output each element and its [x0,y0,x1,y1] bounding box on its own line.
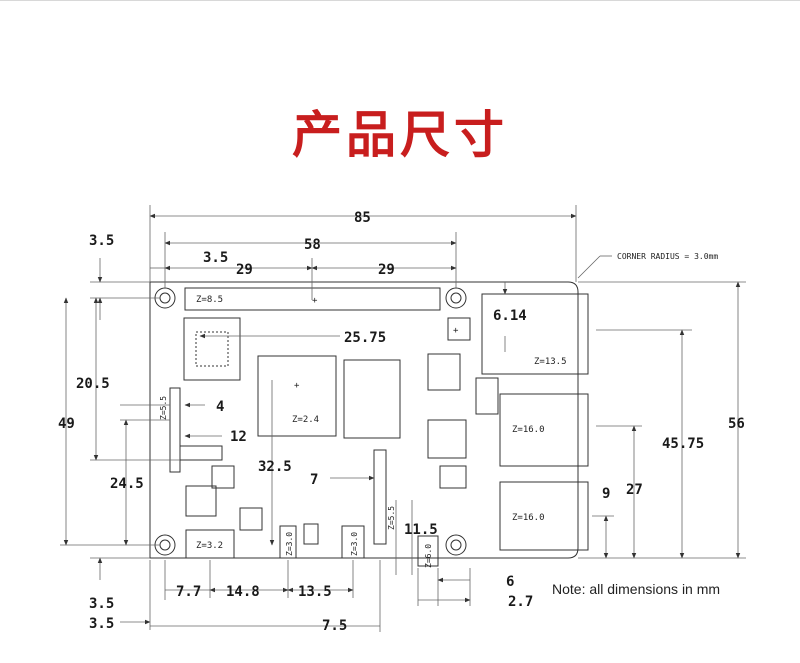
dim-6-14: 6.14 [493,308,527,324]
units-note: Note: all dimensions in mm [552,581,720,597]
svg-text:+: + [453,326,459,336]
soc-chip [257,355,337,437]
dim-45-75: 45.75 [662,436,704,452]
dim-14-8: 14.8 [226,584,260,600]
dim-7-5: 7.5 [322,618,347,634]
usb-upper-z-label: Z=16.0 [512,425,545,435]
pmic-chip [185,485,217,517]
board-outline [149,281,579,559]
dim-58: 58 [304,237,321,253]
dim-3-5-bottom-a: 3.5 [89,596,114,612]
dim-3-5-inner: 3.5 [203,250,228,266]
page-title: 产品尺寸 [292,106,508,164]
gpio-z-label: Z=8.5 [196,295,223,305]
ram-chip [343,359,401,439]
dim-20-5: 20.5 [76,376,110,392]
dim-85: 85 [354,210,371,226]
cam-a-z-label: Z=5.5 [159,396,168,420]
dim-25-75: 25.75 [344,330,386,346]
dim-9: 9 [602,486,610,502]
soc-z-label: Z=2.4 [292,415,319,425]
top-rule [0,0,800,1]
dim-6: 6 [506,574,514,590]
dim-4: 4 [216,399,224,415]
power-z-label: Z=3.2 [196,541,223,551]
audio-jack [417,535,439,567]
cam-b-z-label: Z=5.5 [387,506,396,530]
ethernet-z-label: Z=13.5 [534,357,567,367]
camera-connector [373,449,387,545]
mounting-hole-top-right [445,287,467,309]
dim-49: 49 [58,416,75,432]
dim-27: 27 [626,482,643,498]
dim-24-5: 24.5 [110,476,144,492]
hdmi-port-0 [279,525,297,559]
dim-3-5-top-left: 3.5 [89,233,114,249]
dim-29-left: 29 [236,262,253,278]
dim-12: 12 [230,429,247,445]
gpio-header [184,287,441,311]
usb-port-upper [499,393,589,467]
dim-2-7: 2.7 [508,594,533,610]
dim-3-5-bottom-b: 3.5 [89,616,114,632]
dim-29-right: 29 [378,262,395,278]
svg-text:+: + [294,381,300,391]
wireless-module [183,317,241,381]
display-connector [169,387,181,473]
hdmi-port-1 [341,525,365,559]
ethernet-port [481,293,589,375]
dim-56: 56 [728,416,745,432]
power-connector [185,529,235,559]
hdmi-b-z-label: Z=3.0 [350,532,359,556]
dim-11-5: 11.5 [404,522,438,538]
corner-radius-label: CORNER RADIUS = 3.0mm [617,252,718,261]
dim-7: 7 [310,472,318,488]
usb-port-lower [499,481,589,551]
mounting-hole-bottom-right [445,534,467,556]
dim-32-5: 32.5 [258,459,292,475]
dim-13-5: 13.5 [298,584,332,600]
audio-z-label: Z=6.0 [424,544,433,568]
gpio-center-mark: + [312,296,318,306]
usb-lower-z-label: Z=16.0 [512,513,545,523]
hdmi-a-z-label: Z=3.0 [285,532,294,556]
dim-7-7: 7.7 [176,584,201,600]
